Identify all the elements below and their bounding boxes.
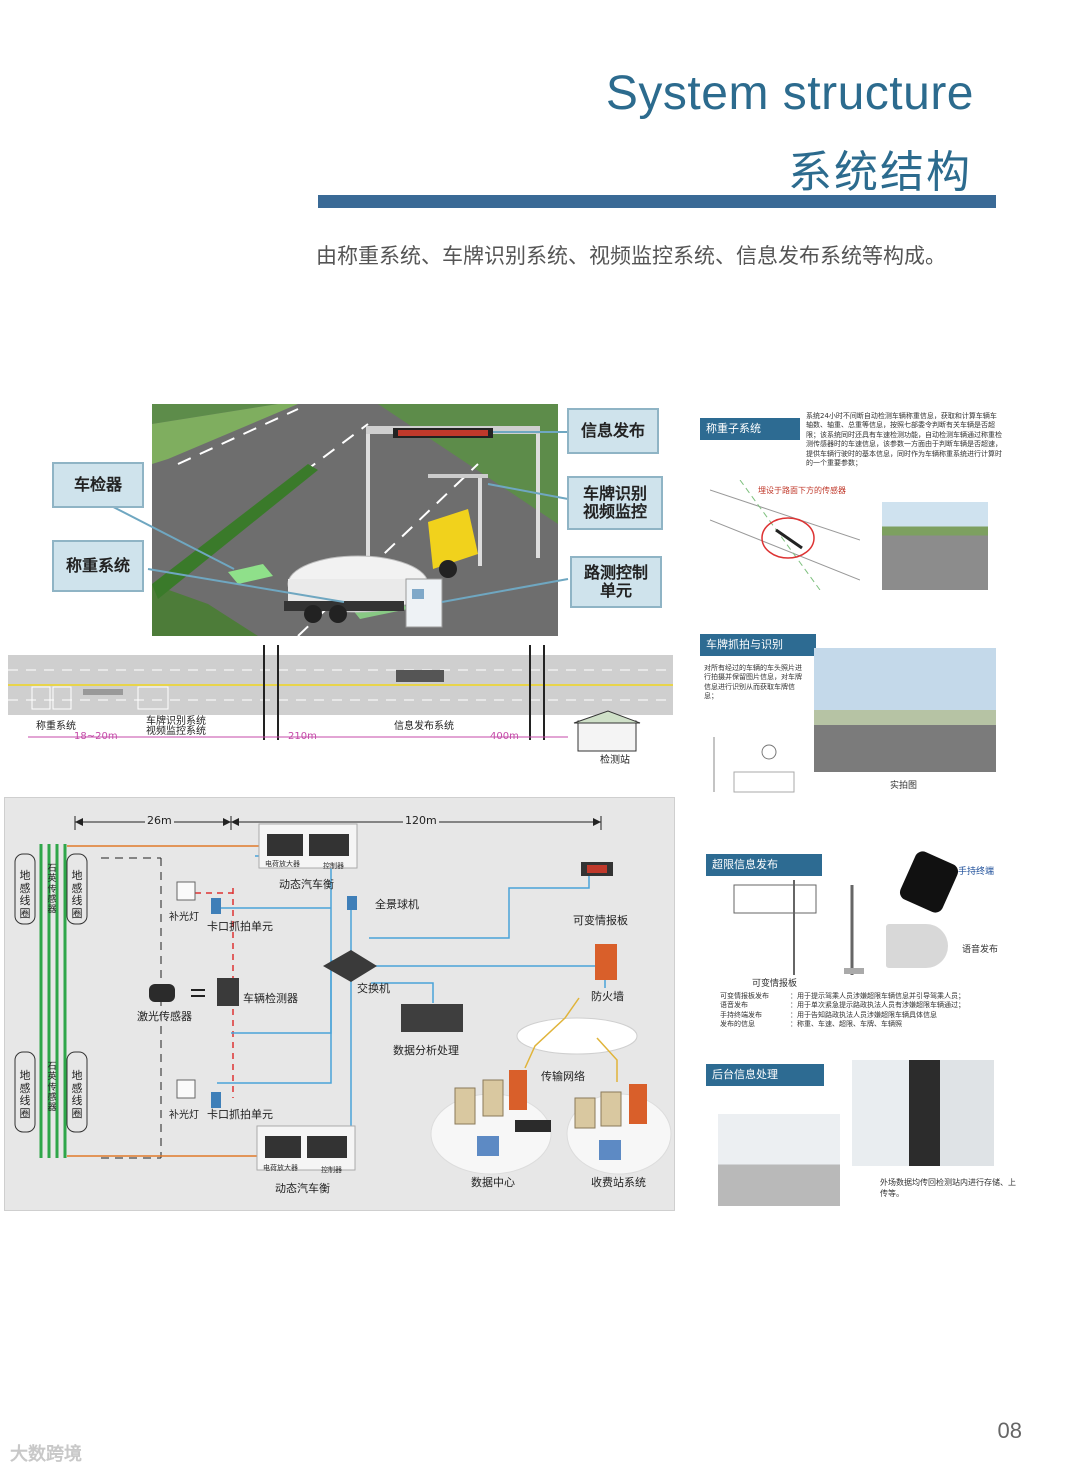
fill-light-bottom: 补光灯 [169,1110,199,1121]
info-item-3-value: ：用于告知路政执法人员涉嫌超限车辆具体信息 [790,1010,937,1019]
sensor-drawing [710,480,860,590]
quartz-sensor-2: 石英传感器 [47,1062,57,1114]
system-diagram: 26m 120m 地感线圈 地感线圈 地感线圈 地感线圈 石英传感器 石英传感器… [4,797,675,1211]
callout-plate-video: 车牌识别 视频监控 [567,476,663,530]
road-label-info-release: 信息发布系统 [394,721,454,732]
ground-coil-2: 地感线圈 [71,869,83,920]
voice-label: 语音发布 [962,945,999,955]
road-label-plate-video: 车牌识别系统 视频监控系统 [146,716,206,737]
panel-plate-text: 对所有经过的车辆的车头照片进行拍摄并保留图片信息，对车牌信息进行识别从而获取车牌… [704,664,802,701]
scene-graphic [87,404,569,636]
callout-vehicle-detector: 车检器 [52,462,144,508]
panel-info-title: 超限信息发布 [706,854,822,876]
server-room-photo [852,1060,994,1166]
system-diagram-graphic [14,816,672,1175]
toll-system-label: 收费站系统 [591,1176,646,1189]
charge-amp-bottom: 电荷放大器 [263,1164,298,1172]
vehicle-detector-label: 车辆检测器 [243,992,298,1005]
plate-photo [814,648,996,772]
phone-image [897,848,961,916]
network-label: 传输网络 [541,1070,585,1083]
info-item-4: 发布的信息 ：称重、车速、超限、车牌、车辆照 [720,1020,1010,1029]
office-photo [718,1114,840,1206]
info-item-1-key: 可变情报板发布 [720,992,769,1000]
panel-weighing-text: 系统24小时不间断自动检测车辆称重信息，获取和计算车辆车轴数、轴重、总重等信息，… [806,412,1002,468]
dist-26m: 26m [145,814,174,827]
panel-weighing: 称重子系统 系统24小时不间断自动检测车辆称重信息，获取和计算车辆车轴数、轴重、… [700,410,1010,595]
ground-coil-3: 地感线圈 [19,1069,31,1120]
panel-plate-title: 车牌抓拍与识别 [700,634,816,656]
data-center-label: 数据中心 [471,1176,515,1189]
vms-caption: 可变情报板 [752,979,798,989]
info-item-2-key: 语音发布 [720,1001,748,1010]
road-label-station: 检测站 [600,755,630,766]
panel-backend: 后台信息处理 外场数据均传回检测站内进行存储、上传等。 [700,1060,1016,1210]
road-dist-1: 18~20m [74,731,118,742]
laser-sensor-label: 激光传感器 [137,1010,192,1023]
info-item-2: 语音发布 ：用于单次紧急提示路政执法人员有涉嫌超限车辆通过； [720,1001,1010,1010]
panel-weighing-title: 称重子系统 [700,418,800,440]
checkpoint-unit-top: 卡口抓拍单元 [207,920,273,933]
road-plan-graphic [8,645,673,752]
info-item-1: 可变情报板发布 ：用于提示驾乘人员涉嫌超限车辆信息并引导驾乘人员； [720,992,1010,1001]
charge-amp-top: 电荷放大器 [265,860,300,868]
fill-light-top: 补光灯 [169,912,199,923]
panel-backend-title: 后台信息处理 [706,1064,824,1086]
plate-photo-caption: 实拍图 [890,781,918,791]
horn-image [886,924,948,968]
road-photo [882,502,988,590]
data-analysis-label: 数据分析处理 [393,1044,459,1057]
road-dist-3: 400m [490,731,519,742]
callout-roadside-control: 路测控制 单元 [570,556,662,608]
dynamic-scale-bottom: 动态汽车衡 [275,1182,330,1195]
vms-label: 可变情报板 [573,914,628,927]
page-title-en: System structure [605,67,974,120]
watermark: 大数跨境 [10,1444,82,1465]
scene-illustration: 信息发布 车检器 车牌识别 视频监控 称重系统 路测控制 单元 [48,404,668,636]
handheld-label: 手持终端 [958,867,995,877]
page-number: 08 [997,1418,1022,1443]
backend-caption: 外场数据均传回检测站内进行存储、上传等。 [880,1178,1016,1198]
callout-info-release: 信息发布 [567,408,659,454]
controller-bottom: 控制器 [321,1166,342,1174]
page-title-zh: 系统结构 [788,147,972,198]
info-item-3: 手持终端发布 ：用于告知路政执法人员涉嫌超限车辆具体信息 [720,1011,1010,1020]
dynamic-scale-top: 动态汽车衡 [279,878,334,891]
road-plan: 称重系统 车牌识别系统 视频监控系统 信息发布系统 18~20m 210m 40… [8,645,673,766]
switch-label: 交换机 [357,982,390,995]
quartz-sensor-1: 石英传感器 [47,864,57,916]
checkpoint-unit-bottom: 卡口抓拍单元 [207,1108,273,1121]
info-item-4-value: ：称重、车速、超限、车牌、车辆照 [790,1020,902,1029]
road-label-weighing: 称重系统 [36,721,76,732]
plate-drawing [713,737,795,793]
callout-weighing: 称重系统 [52,540,144,592]
dist-120m: 120m [403,814,439,827]
road-dist-2: 210m [288,731,317,742]
info-item-1-value: ：用于提示驾乘人员涉嫌超限车辆信息并引导驾乘人员； [790,992,965,1000]
sensor-label: 埋设于路面下方的传感器 [758,486,846,495]
title-underline-bar [318,195,996,208]
info-item-3-key: 手持终端发布 [720,1010,762,1019]
ground-coil-1: 地感线圈 [19,869,31,920]
ground-coil-4: 地感线圈 [71,1069,83,1120]
vms-drawing [733,880,864,975]
firewall-label: 防火墙 [591,990,624,1003]
panel-plate: 车牌抓拍与识别 对所有经过的车辆的车头照片进行拍摄并保留图片信息，对车牌信息进行… [700,632,1010,807]
panel-info: 超限信息发布 可变情报板 手持终端 语音发布 可变情报板发布 ：用于提示驾乘人员涉… [700,848,1010,1040]
page-subtitle: 由称重系统、车牌识别系统、视频监控系统、信息发布系统等构成。 [316,244,946,268]
info-item-4-key: 发布的信息 [720,1020,755,1029]
dome-camera-label: 全景球机 [375,898,419,911]
controller-top: 控制器 [323,862,344,870]
info-item-2-value: ：用于单次紧急提示路政执法人员有涉嫌超限车辆通过； [790,1001,965,1010]
info-items: 可变情报板发布 ：用于提示驾乘人员涉嫌超限车辆信息并引导驾乘人员； 语音发布 ：用于… [720,992,1010,1030]
